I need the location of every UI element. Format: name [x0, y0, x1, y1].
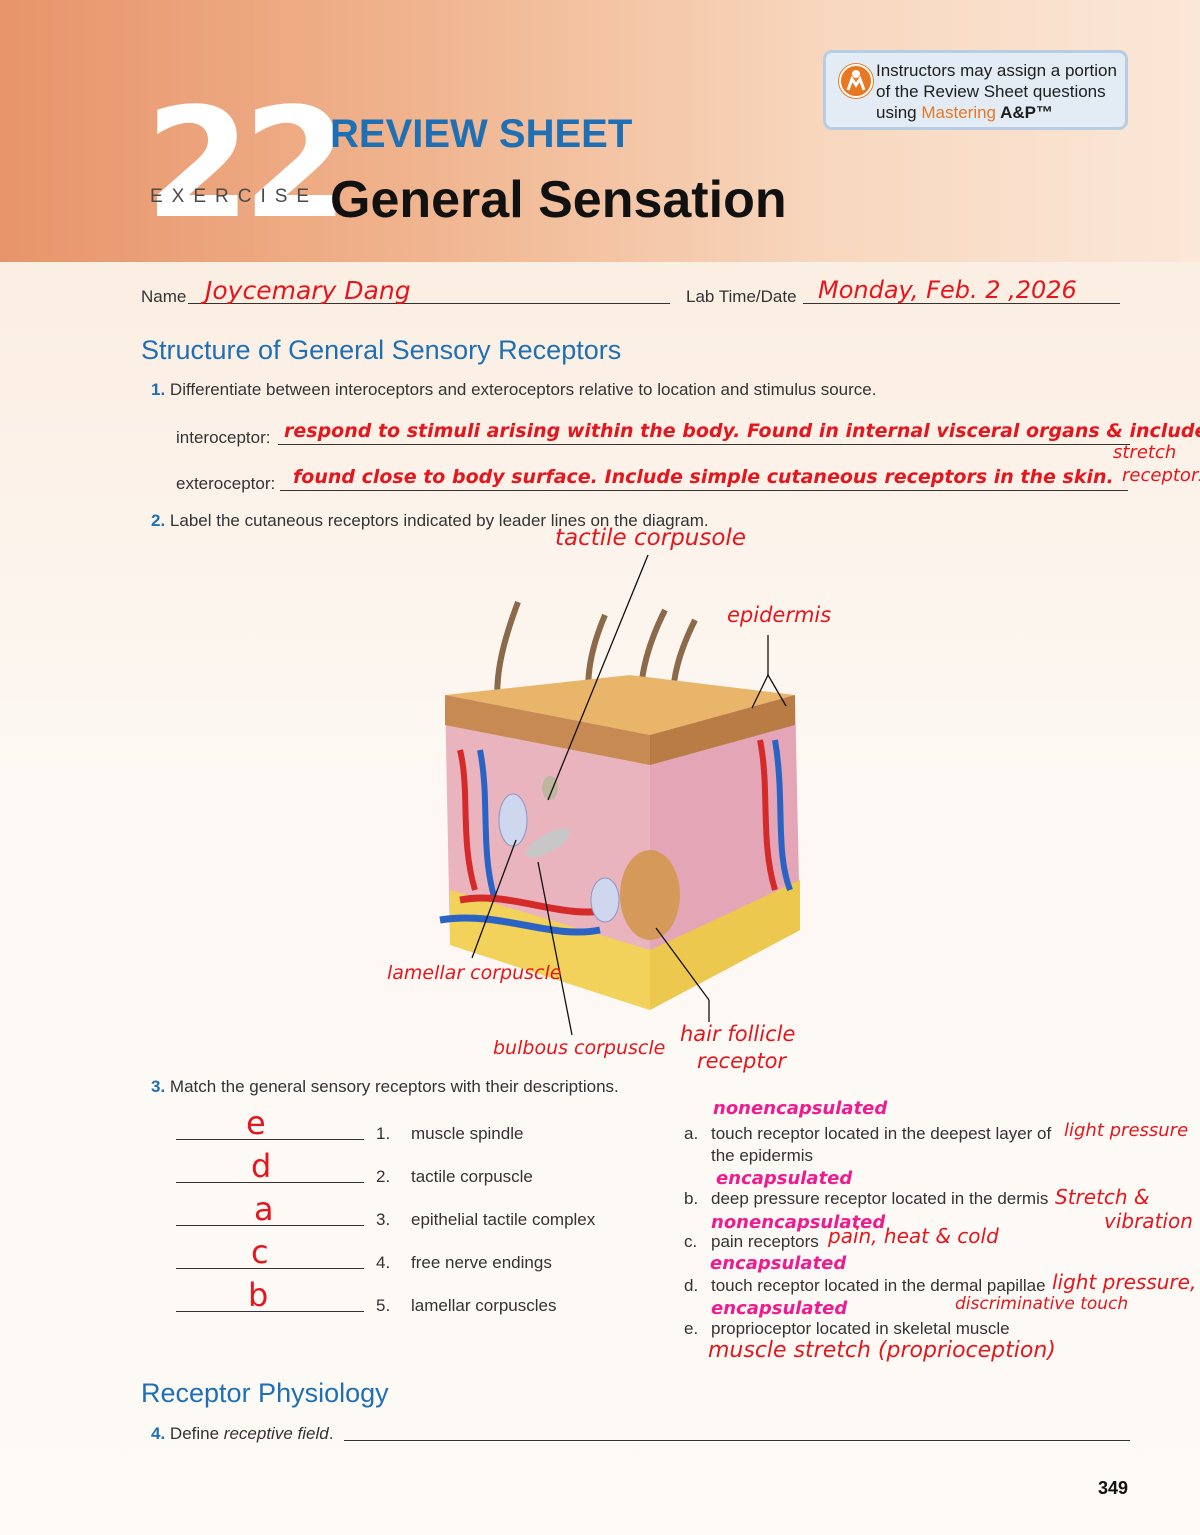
desc-d-letter: d. — [684, 1276, 699, 1295]
desc-a: touch receptor located in the deepest la… — [711, 1124, 1052, 1143]
match-blank-2[interactable] — [176, 1182, 364, 1183]
question-2: 2. Label the cutaneous receptors indicat… — [151, 511, 709, 530]
interoceptor-answer-cont1: stretch — [1113, 442, 1177, 463]
exteroceptor-label: exteroceptor: — [176, 474, 276, 493]
question-1: 1. Differentiate between interoceptors a… — [151, 380, 877, 399]
lab-time-value[interactable]: Monday, Feb. 2 ,2026 — [818, 276, 1077, 304]
match-item-2: tactile corpuscle — [411, 1167, 533, 1186]
label-tactile-corpuscle: tactile corpusole — [555, 525, 746, 551]
section-heading-structure: Structure of General Sensory Receptors — [141, 335, 622, 365]
desc-c-note: nonencapsulated — [711, 1212, 886, 1233]
question-4: 4. Define receptive field. — [151, 1424, 334, 1443]
label-epidermis: epidermis — [727, 603, 832, 627]
section-heading-receptor-physiology: Receptor Physiology — [141, 1378, 389, 1408]
match-item-5: lamellar corpuscles — [411, 1296, 557, 1315]
interoceptor-answer[interactable]: respond to stimuli arising within the bo… — [284, 420, 1200, 442]
desc-e-note: encapsulated — [711, 1298, 848, 1319]
match-answer-1[interactable]: e — [246, 1104, 266, 1142]
match-item-4-num: 4. — [376, 1253, 391, 1272]
lab-time-rule — [803, 303, 1120, 304]
exercise-label: EXERCISE — [150, 186, 319, 207]
desc-a-answer: light pressure — [1064, 1120, 1189, 1141]
interoceptor-rule — [278, 444, 1130, 445]
mastering-link: Mastering — [921, 103, 997, 122]
interoceptor-answer-cont2: receptors. — [1122, 465, 1200, 486]
label-lamellar-corpuscle: lamellar corpuscle — [387, 962, 562, 984]
name-value[interactable]: Joycemary Dang — [205, 276, 411, 305]
page-title: General Sensation — [330, 171, 787, 229]
instructor-note-box: Instructors may assign a portion of the … — [823, 50, 1128, 130]
desc-c-letter: c. — [684, 1232, 698, 1251]
match-answer-4[interactable]: c — [251, 1233, 269, 1271]
question-4-answer-rule[interactable] — [344, 1440, 1130, 1441]
match-answer-3[interactable]: a — [254, 1190, 274, 1228]
match-blank-5[interactable] — [176, 1311, 364, 1312]
match-item-1-num: 1. — [376, 1124, 391, 1143]
desc-a-note: nonencapsulated — [713, 1098, 888, 1119]
desc-b: deep pressure receptor located in the de… — [711, 1189, 1049, 1208]
match-blank-1[interactable] — [176, 1139, 364, 1140]
desc-b-letter: b. — [684, 1189, 699, 1208]
desc-e-letter: e. — [684, 1319, 699, 1338]
desc-b-note: encapsulated — [716, 1168, 853, 1189]
match-blank-4[interactable] — [176, 1268, 364, 1269]
desc-d-answer: light pressure, — [1052, 1270, 1197, 1294]
match-item-3-num: 3. — [376, 1210, 391, 1229]
desc-e-answer: muscle stretch (proprioception) — [708, 1338, 1056, 1363]
name-label: Name — [141, 287, 187, 306]
review-sheet-heading: REVIEW SHEET — [330, 112, 633, 156]
match-item-3: epithelial tactile complex — [411, 1210, 596, 1229]
header-banner — [0, 0, 1200, 262]
instructor-note-text: Instructors may assign a portion of the … — [876, 61, 1117, 122]
question-3: 3. Match the general sensory receptors w… — [151, 1077, 619, 1096]
name-rule — [188, 303, 670, 304]
match-blank-3[interactable] — [176, 1225, 364, 1226]
match-item-5-num: 5. — [376, 1296, 391, 1315]
desc-c: pain receptors — [711, 1232, 819, 1251]
skin-receptors-diagram — [439, 600, 800, 1010]
label-hair-follicle: hair follicle — [680, 1022, 796, 1046]
desc-b-answer: Stretch & — [1055, 1185, 1150, 1209]
exteroceptor-rule — [280, 490, 1128, 491]
page-number: 349 — [1098, 1478, 1129, 1498]
desc-d-note: encapsulated — [710, 1253, 847, 1274]
desc-e: proprioceptor located in skeletal muscle — [711, 1319, 1010, 1338]
lab-time-label: Lab Time/Date — [686, 287, 797, 306]
desc-d-answer-cont: discriminative touch — [955, 1294, 1129, 1314]
match-item-2-num: 2. — [376, 1167, 391, 1186]
desc-d: touch receptor located in the dermal pap… — [711, 1276, 1046, 1295]
label-hair-follicle-receptor: receptor — [697, 1049, 787, 1073]
desc-a-cont: the epidermis — [711, 1146, 814, 1165]
desc-a-letter: a. — [684, 1124, 699, 1143]
instructor-person-icon — [838, 63, 874, 99]
desc-b-answer-cont: vibration — [1104, 1209, 1193, 1233]
match-item-4: free nerve endings — [411, 1253, 552, 1272]
label-bulbous-corpuscle: bulbous corpuscle — [493, 1037, 666, 1059]
exercise-number: 22 — [145, 75, 349, 252]
match-answer-5[interactable]: b — [248, 1276, 269, 1314]
desc-c-answer: pain, heat & cold — [828, 1224, 999, 1248]
exteroceptor-answer[interactable]: found close to body surface. Include sim… — [293, 466, 1114, 488]
interoceptor-label: interoceptor: — [176, 428, 271, 447]
match-item-1: muscle spindle — [411, 1124, 524, 1143]
match-answer-2[interactable]: d — [251, 1147, 272, 1185]
